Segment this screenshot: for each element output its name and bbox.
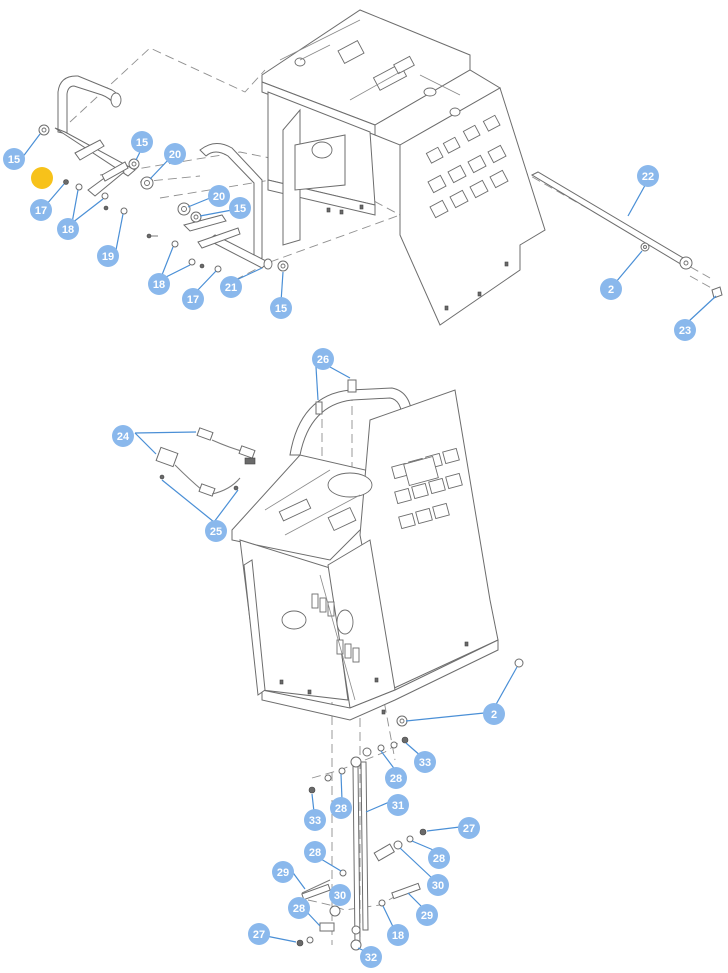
frame-upper [261,9,546,326]
svg-text:2: 2 [491,709,497,721]
handle-left-upper [54,75,136,197]
linkage-hardware-lower [296,658,524,951]
svg-text:20: 20 [169,149,181,161]
svg-text:23: 23 [679,325,691,337]
callout-balloon[interactable]: 2 [600,278,622,300]
svg-text:24: 24 [117,431,130,443]
svg-text:15: 15 [136,137,148,149]
callout-balloon[interactable]: 27 [248,923,270,945]
svg-text:26: 26 [317,354,329,366]
callout-balloon[interactable]: 27 [458,817,480,839]
callout-balloon[interactable]: 33 [414,751,436,773]
lower-assembly [155,379,524,951]
handle-right-upper [183,143,273,270]
upper-assembly [31,9,723,326]
svg-text:30: 30 [432,880,444,892]
svg-text:22: 22 [642,171,654,183]
svg-text:28: 28 [335,803,347,815]
svg-text:18: 18 [62,224,74,236]
callout-balloon[interactable]: 18 [57,218,79,240]
callout-balloon[interactable]: 15 [229,197,251,219]
rod-assembly-right [530,171,723,299]
callout-balloon[interactable]: 25 [205,520,227,542]
callout-balloon[interactable]: 30 [427,874,449,896]
callout-balloon[interactable]: 19 [97,245,119,267]
callout-balloon[interactable]: 18 [148,273,170,295]
svg-text:29: 29 [421,910,433,922]
callout-balloon[interactable]: 20 [164,143,186,165]
frame-lower [231,387,499,721]
svg-text:33: 33 [419,757,431,769]
svg-text:15: 15 [8,154,20,166]
svg-text:27: 27 [253,929,265,941]
callout-balloon[interactable]: 15 [131,131,153,153]
callout-balloon[interactable]: 22 [637,165,659,187]
svg-text:28: 28 [309,847,321,859]
hardware-upper-left [38,124,289,273]
svg-text:17: 17 [35,205,47,217]
callout-balloon[interactable]: 30 [329,884,351,906]
svg-text:18: 18 [392,930,404,942]
svg-text:15: 15 [275,303,287,315]
svg-text:20: 20 [213,191,225,203]
callout-balloon[interactable]: 15 [3,148,25,170]
svg-text:17: 17 [187,294,199,306]
svg-text:33: 33 [309,815,321,827]
callout-balloon[interactable]: 28 [304,841,326,863]
svg-text:21: 21 [225,282,237,294]
svg-text:28: 28 [433,853,445,865]
callout-balloon[interactable]: 28 [385,767,407,789]
callout-balloon[interactable]: 17 [30,199,52,221]
svg-text:28: 28 [293,903,305,915]
callout-balloon[interactable]: 24 [112,425,134,447]
callout-balloon[interactable]: 2 [483,703,505,725]
callout-balloon[interactable]: 28 [330,797,352,819]
svg-text:32: 32 [365,952,377,964]
callout-balloon[interactable]: 23 [674,319,696,341]
callout-balloon[interactable]: 32 [360,946,382,968]
callout-balloon[interactable]: 28 [288,897,310,919]
svg-text:18: 18 [153,279,165,291]
svg-text:25: 25 [210,526,222,538]
svg-text:29: 29 [277,867,289,879]
callout-balloon[interactable]: 29 [272,861,294,883]
svg-text:30: 30 [334,890,346,902]
selected-part-marker[interactable] [31,167,53,189]
callout-balloon[interactable]: 18 [387,924,409,946]
callout-balloon[interactable]: 31 [387,794,409,816]
cable-harness-24 [155,427,256,497]
callout-balloon[interactable]: 15 [270,297,292,319]
callout-balloon[interactable]: 20 [208,185,230,207]
callout-balloons: 15 17 18 19 15 20 20 15 18 17 21 15 22 2… [3,131,696,968]
callout-balloon[interactable]: 28 [428,847,450,869]
svg-text:28: 28 [390,773,402,785]
callout-balloon[interactable]: 17 [182,288,204,310]
callout-balloon[interactable]: 26 [312,348,334,370]
callout-balloon[interactable]: 29 [416,904,438,926]
svg-text:15: 15 [234,203,246,215]
svg-text:27: 27 [463,823,475,835]
svg-text:19: 19 [102,251,114,263]
callout-balloon[interactable]: 21 [220,276,242,298]
pins-26 [315,379,357,415]
svg-text:2: 2 [608,284,614,296]
callout-balloon[interactable]: 33 [304,809,326,831]
svg-text:31: 31 [392,800,404,812]
